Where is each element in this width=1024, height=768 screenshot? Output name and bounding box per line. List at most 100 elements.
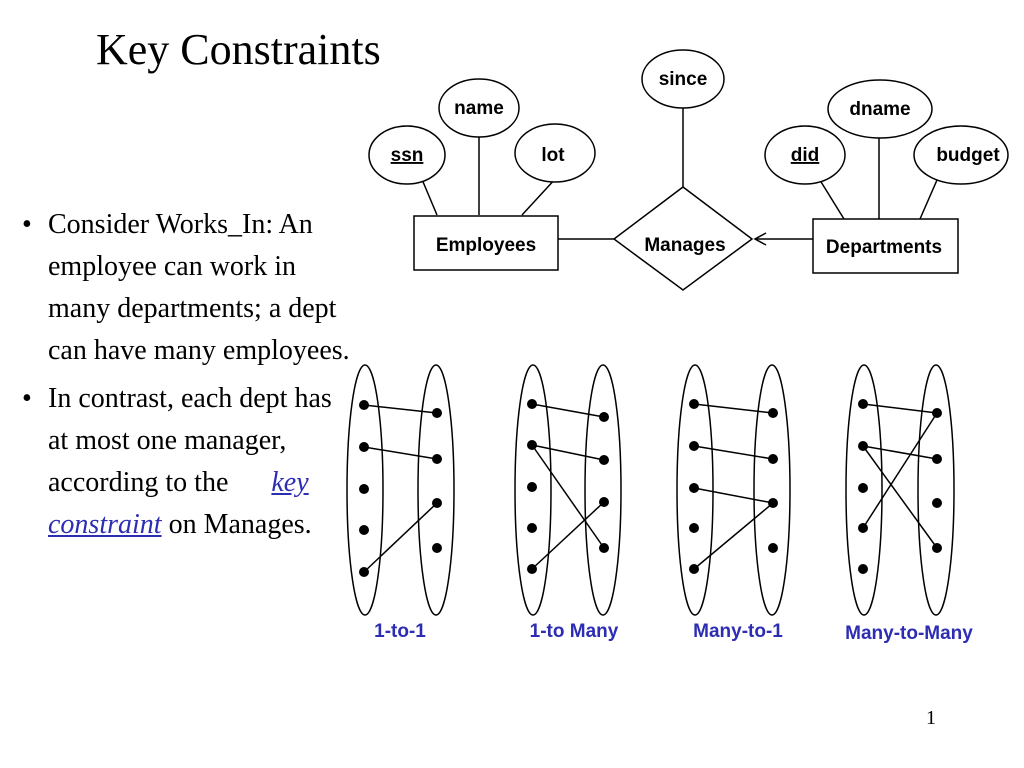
attr-lot-ellipse <box>514 123 596 183</box>
left-set-point <box>858 564 868 574</box>
left-set-point <box>527 482 537 492</box>
left-set-point <box>858 483 868 493</box>
right-set-point <box>768 454 778 464</box>
left-set-point <box>689 523 699 533</box>
mapping-link <box>531 444 605 461</box>
mapping-link <box>363 502 438 573</box>
right-set-ellipse <box>417 364 455 616</box>
left-set-point <box>359 484 369 494</box>
mapping-link <box>693 487 774 504</box>
right-set-point <box>432 498 442 508</box>
attr-dname-ellipse <box>827 79 933 139</box>
mapping-panel-many-to-many: Many-to-Many <box>845 364 973 644</box>
arrow-head-icon <box>753 232 767 246</box>
mapping-panel-one-to-one: 1-to-1 <box>346 364 455 642</box>
left-set-point <box>689 441 699 451</box>
left-set-point <box>858 399 868 409</box>
mapping-panels: 1-to-1 1-to Many Many-to-1 Many-to-Many <box>346 364 973 644</box>
left-set-point <box>359 400 369 410</box>
left-set-ellipse <box>346 364 384 616</box>
right-set-point <box>599 412 609 422</box>
lot-connector <box>521 176 558 216</box>
left-set-point <box>527 523 537 533</box>
right-set-point <box>599 543 609 553</box>
right-set-point <box>599 455 609 465</box>
mapping-caption-many-to-many: Many-to-Many <box>845 623 973 644</box>
right-set-point <box>932 543 942 553</box>
attr-budget-label: budget <box>936 145 1000 166</box>
mapping-link <box>862 403 938 414</box>
left-set-point <box>689 483 699 493</box>
mapping-link <box>862 445 938 549</box>
attr-since-label: since <box>659 69 708 90</box>
left-set-point <box>359 567 369 577</box>
attr-ssn-ellipse <box>368 125 446 185</box>
left-set-point <box>527 440 537 450</box>
left-set-ellipse <box>845 364 883 616</box>
mapping-panel-one-to-many: 1-to Many <box>514 364 622 642</box>
mapping-link <box>862 412 938 529</box>
ssn-connector <box>420 176 438 216</box>
mapping-link <box>693 445 774 460</box>
attr-name-label: name <box>454 98 504 119</box>
right-set-ellipse <box>753 364 791 616</box>
key-constraint-link[interactable]: key constraint <box>48 467 309 540</box>
mapping-caption-many-to-one: Many-to-1 <box>693 621 783 642</box>
attr-lot-label: lot <box>541 145 565 166</box>
bullet-dot-icon: • <box>22 383 32 414</box>
right-set-point <box>768 543 778 553</box>
right-set-point <box>432 543 442 553</box>
mapping-caption-one-to-many: 1-to Many <box>530 621 619 642</box>
slide-title: Key Constraints <box>96 25 381 74</box>
left-set-ellipse <box>676 364 714 616</box>
did-connector <box>817 176 845 220</box>
right-set-point <box>599 497 609 507</box>
left-set-point <box>858 523 868 533</box>
page-number: 1 <box>926 707 936 729</box>
attr-ssn-label: ssn <box>391 145 424 166</box>
mapping-link <box>531 501 605 570</box>
left-set-point <box>689 564 699 574</box>
mapping-caption-one-to-one: 1-to-1 <box>374 621 426 642</box>
mapping-link <box>862 445 938 460</box>
bullet-item-manages: • In contrast, each dept has at most one… <box>8 378 353 546</box>
entity-departments-box <box>812 218 959 274</box>
entity-employees-label: Employees <box>436 235 536 256</box>
budget-connector <box>919 179 938 220</box>
attr-budget-ellipse <box>913 125 1009 185</box>
left-set-point <box>527 564 537 574</box>
left-set-point <box>359 525 369 535</box>
right-set-point <box>432 454 442 464</box>
mapping-link <box>363 404 438 414</box>
bullet-text-works-in: Consider Works_In: An employee can work … <box>48 209 350 366</box>
left-set-point <box>858 441 868 451</box>
attr-name-ellipse <box>438 78 520 138</box>
right-set-point <box>932 498 942 508</box>
right-set-ellipse <box>917 364 955 616</box>
bullet-item-works-in: • Consider Works_In: An employee can wor… <box>8 204 353 372</box>
relationship-manages-label: Manages <box>644 235 725 256</box>
mapping-link <box>693 502 774 570</box>
right-set-ellipse <box>584 364 622 616</box>
attr-dname-label: dname <box>849 99 910 120</box>
right-set-point <box>768 498 778 508</box>
mapping-link <box>693 403 774 414</box>
attr-did-ellipse <box>764 125 846 185</box>
bullet-text-manages: In contrast, each dept has at most one m… <box>48 383 332 498</box>
entity-employees-box <box>413 215 559 271</box>
mapping-link <box>531 403 605 418</box>
left-set-point <box>689 399 699 409</box>
left-set-point <box>359 442 369 452</box>
mapping-link <box>531 444 605 549</box>
attr-since-ellipse <box>641 49 725 109</box>
attr-did-label: did <box>791 145 820 166</box>
mapping-link <box>363 446 438 460</box>
right-set-point <box>432 408 442 418</box>
entity-departments-label: Departments <box>826 237 942 258</box>
right-set-point <box>768 408 778 418</box>
bullet-list: • Consider Works_In: An employee can wor… <box>8 204 353 552</box>
right-set-point <box>932 454 942 464</box>
mapping-panel-many-to-one: Many-to-1 <box>676 364 791 642</box>
bullet-text-manages-end: on Manages. <box>168 509 312 540</box>
